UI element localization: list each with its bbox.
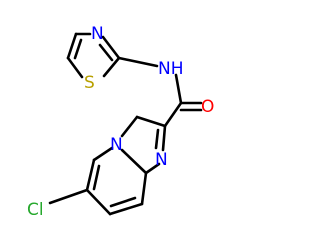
atom-n-bridge: N	[110, 135, 123, 155]
amide-linkage	[117, 56, 203, 128]
bond-s-c5	[66, 56, 84, 79]
bond-c2-n1	[161, 124, 167, 152]
bond-c5-c4	[66, 32, 78, 60]
molecule-canvas: N S NH O N N Cl	[27, 24, 215, 220]
bond-carbonyl-c2	[163, 101, 183, 128]
bond-c2-s	[102, 56, 121, 78]
bond-c7-c6	[85, 188, 112, 216]
bond-c8-c7	[108, 202, 144, 216]
atom-n-thiazole: N	[91, 24, 104, 44]
bond-c8-c7-inner	[109, 196, 137, 208]
structure-drawing: N S NH O N N Cl	[27, 24, 214, 220]
bond-c8a-c8	[140, 171, 148, 206]
bond-c6-cl	[48, 188, 89, 205]
imidazole-ring	[120, 115, 167, 175]
bond-c6-c5	[85, 158, 96, 192]
atom-cl: Cl	[27, 200, 44, 220]
bond-c8a-bridgen	[120, 148, 148, 175]
thiazole-ring	[66, 32, 121, 79]
bond-c5-c4-inner	[73, 38, 83, 60]
bond-n1-c8a	[144, 162, 161, 175]
atom-o-carbonyl: O	[201, 97, 214, 117]
bond-n-c2	[101, 35, 121, 60]
bond-n-c2-inner	[98, 43, 114, 62]
bond-c2-n1-inner	[154, 128, 160, 150]
bond-c2-nh	[117, 56, 159, 68]
bond-c6-c5-inner	[92, 164, 101, 191]
atom-n-imidazole: N	[155, 150, 168, 170]
pyridine-ring	[48, 146, 148, 216]
bond-c5-bridgen	[92, 146, 114, 162]
bond-c3-bridgen	[120, 115, 139, 138]
atom-s-thiazole: S	[84, 73, 95, 93]
bond-c2-c3	[135, 115, 167, 128]
bond-nh-carbonyl	[174, 73, 183, 105]
atom-nh-amide: NH	[158, 59, 184, 79]
